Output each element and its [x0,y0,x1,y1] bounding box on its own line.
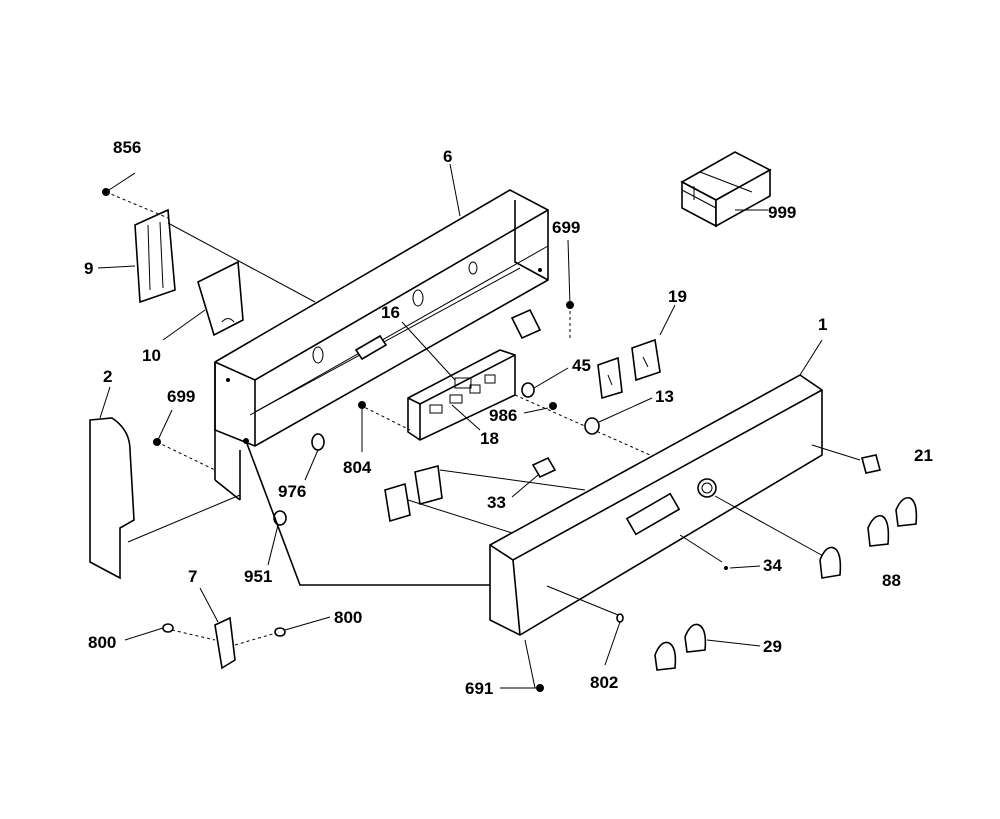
label-7: 7 [188,567,197,586]
label-88: 88 [882,571,901,590]
label-29: 29 [763,637,782,656]
switch-pair-left [384,464,551,546]
part-21-knob [861,454,881,474]
label-2: 2 [103,367,112,386]
part-33-sensor [439,456,586,498]
label-33: 33 [487,493,506,512]
part-800-screws [124,616,331,646]
label-10: 10 [142,346,161,365]
part-804-screw [358,401,366,452]
part-88-knobs [819,496,918,579]
label-800-left: 800 [88,633,116,652]
part-856-screw [102,172,169,219]
label-800-right: 800 [334,608,362,627]
part-999-box [680,151,772,228]
part-29-knobs [654,623,761,671]
label-986: 986 [489,406,517,425]
label-699-top: 699 [552,218,580,237]
label-45: 45 [572,356,591,375]
label-691: 691 [465,679,493,698]
part-45-grommet [521,367,569,398]
label-9: 9 [84,259,93,278]
label-34: 34 [763,556,782,575]
part-16-18-control-board [359,321,651,456]
part-2-side-panel [89,386,241,580]
label-1: 1 [818,315,827,334]
part-699-screw-left [153,409,216,471]
label-19: 19 [668,287,687,306]
part-699-screw-right [510,239,574,340]
part-951-clip [245,440,490,586]
part-6-backguard [214,163,549,501]
label-856: 856 [113,138,141,157]
label-699-left: 699 [167,387,195,406]
part-691-screw [500,684,544,692]
label-13: 13 [655,387,674,406]
part-802-screw [604,613,624,666]
label-802: 802 [590,673,618,692]
label-999: 999 [768,203,796,222]
part-19-switches [597,304,676,400]
part-986-nut [523,402,557,414]
label-16: 16 [381,303,400,322]
part-34-screw [724,565,761,570]
label-6: 6 [443,147,452,166]
label-976: 976 [278,482,306,501]
part-1-control-panel [489,339,861,689]
part-7-bracket [199,587,236,670]
label-804: 804 [343,458,372,477]
label-18: 18 [480,429,499,448]
part-9-bracket [97,208,316,304]
part-13-washer [584,397,653,435]
label-951: 951 [244,567,272,586]
label-21: 21 [914,446,933,465]
part-10-bracket [162,260,244,341]
part-976-grommet [304,433,325,481]
